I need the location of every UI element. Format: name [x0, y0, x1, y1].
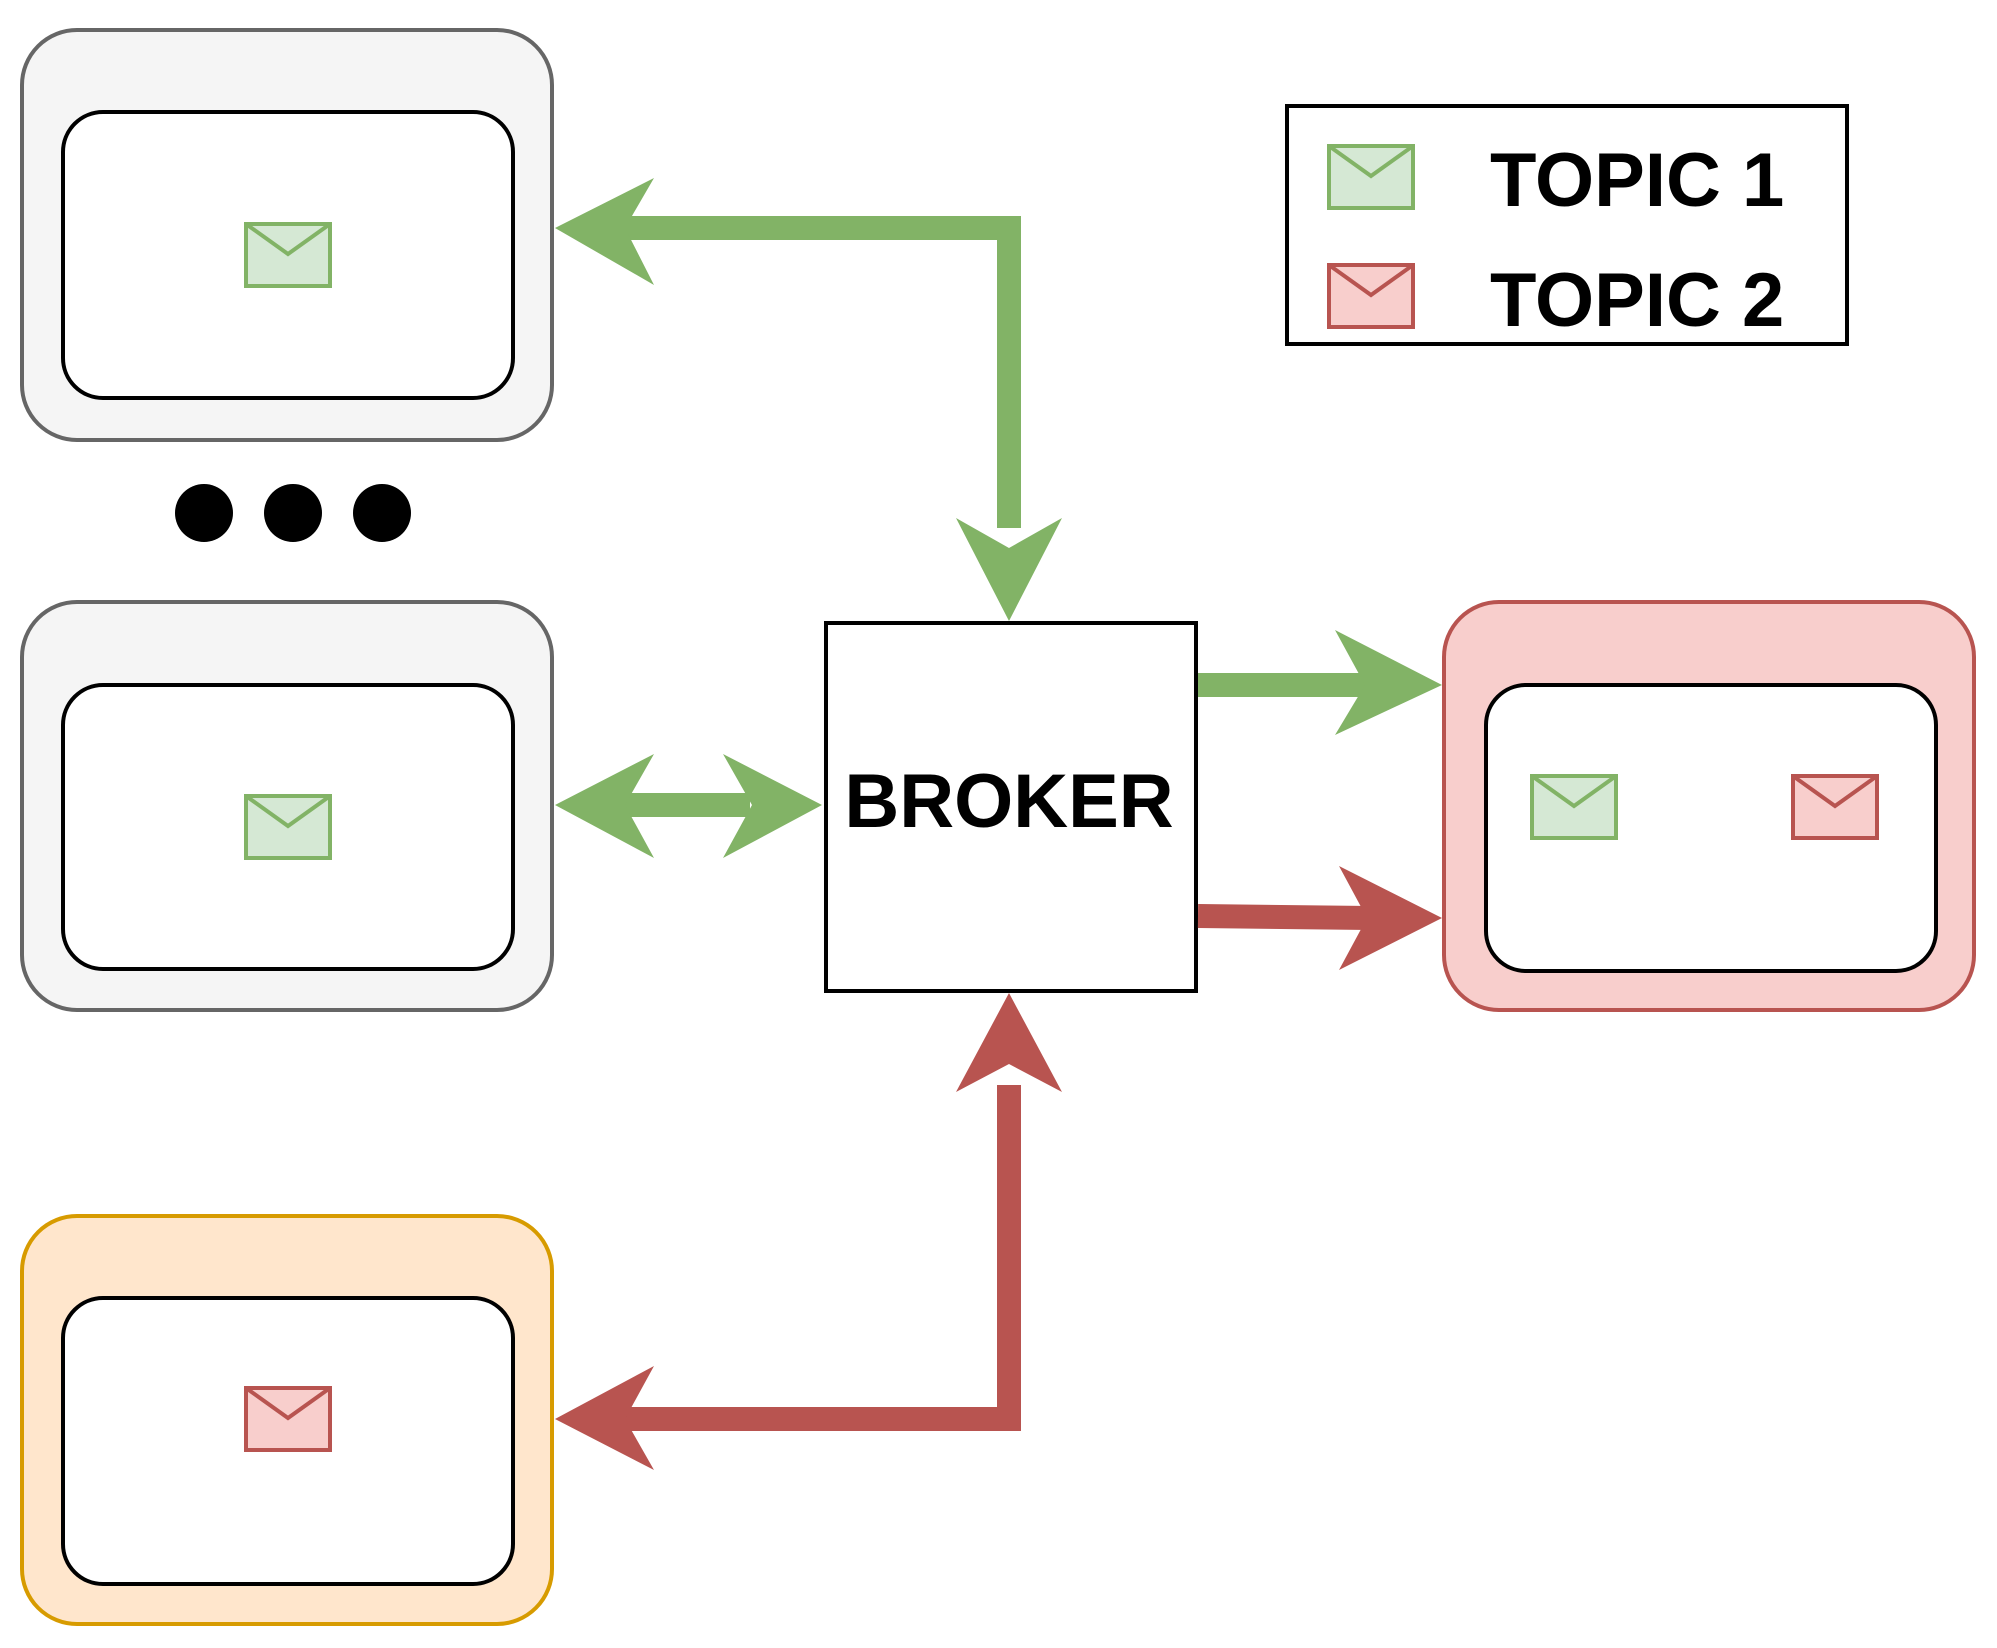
envelope-icon — [244, 222, 332, 288]
client-node-4 — [1442, 600, 1976, 1012]
envelope-icon — [1791, 774, 1879, 840]
broker-label: BROKER — [844, 759, 1173, 844]
client-node-3 — [20, 1214, 554, 1626]
envelope-icon — [244, 794, 332, 860]
topic1-arrow-broker-node4 — [1198, 630, 1442, 735]
envelope-icon — [1530, 774, 1618, 840]
topic1-arrow-node1-broker — [555, 178, 1062, 621]
client-node-1 — [20, 28, 554, 442]
topic1-arrow-node2-broker — [555, 754, 822, 858]
envelope-icon — [1327, 263, 1415, 329]
legend-item-topic-1: TOPIC 1 — [1327, 138, 1784, 223]
envelope-icon — [1327, 144, 1415, 210]
legend-label-topic-1: TOPIC 1 — [1490, 138, 1784, 223]
ellipsis-icon — [175, 484, 411, 542]
legend-label-topic-2: TOPIC 2 — [1490, 258, 1784, 343]
client-node-2 — [20, 600, 554, 1012]
topic2-arrow-node3-broker — [555, 993, 1062, 1470]
legend: TOPIC 1 TOPIC 2 — [1285, 104, 1849, 346]
topic2-arrow-broker-node4 — [1197, 866, 1442, 970]
broker-node: BROKER — [824, 621, 1198, 993]
envelope-icon — [244, 1386, 332, 1452]
legend-item-topic-2: TOPIC 2 — [1327, 258, 1784, 343]
